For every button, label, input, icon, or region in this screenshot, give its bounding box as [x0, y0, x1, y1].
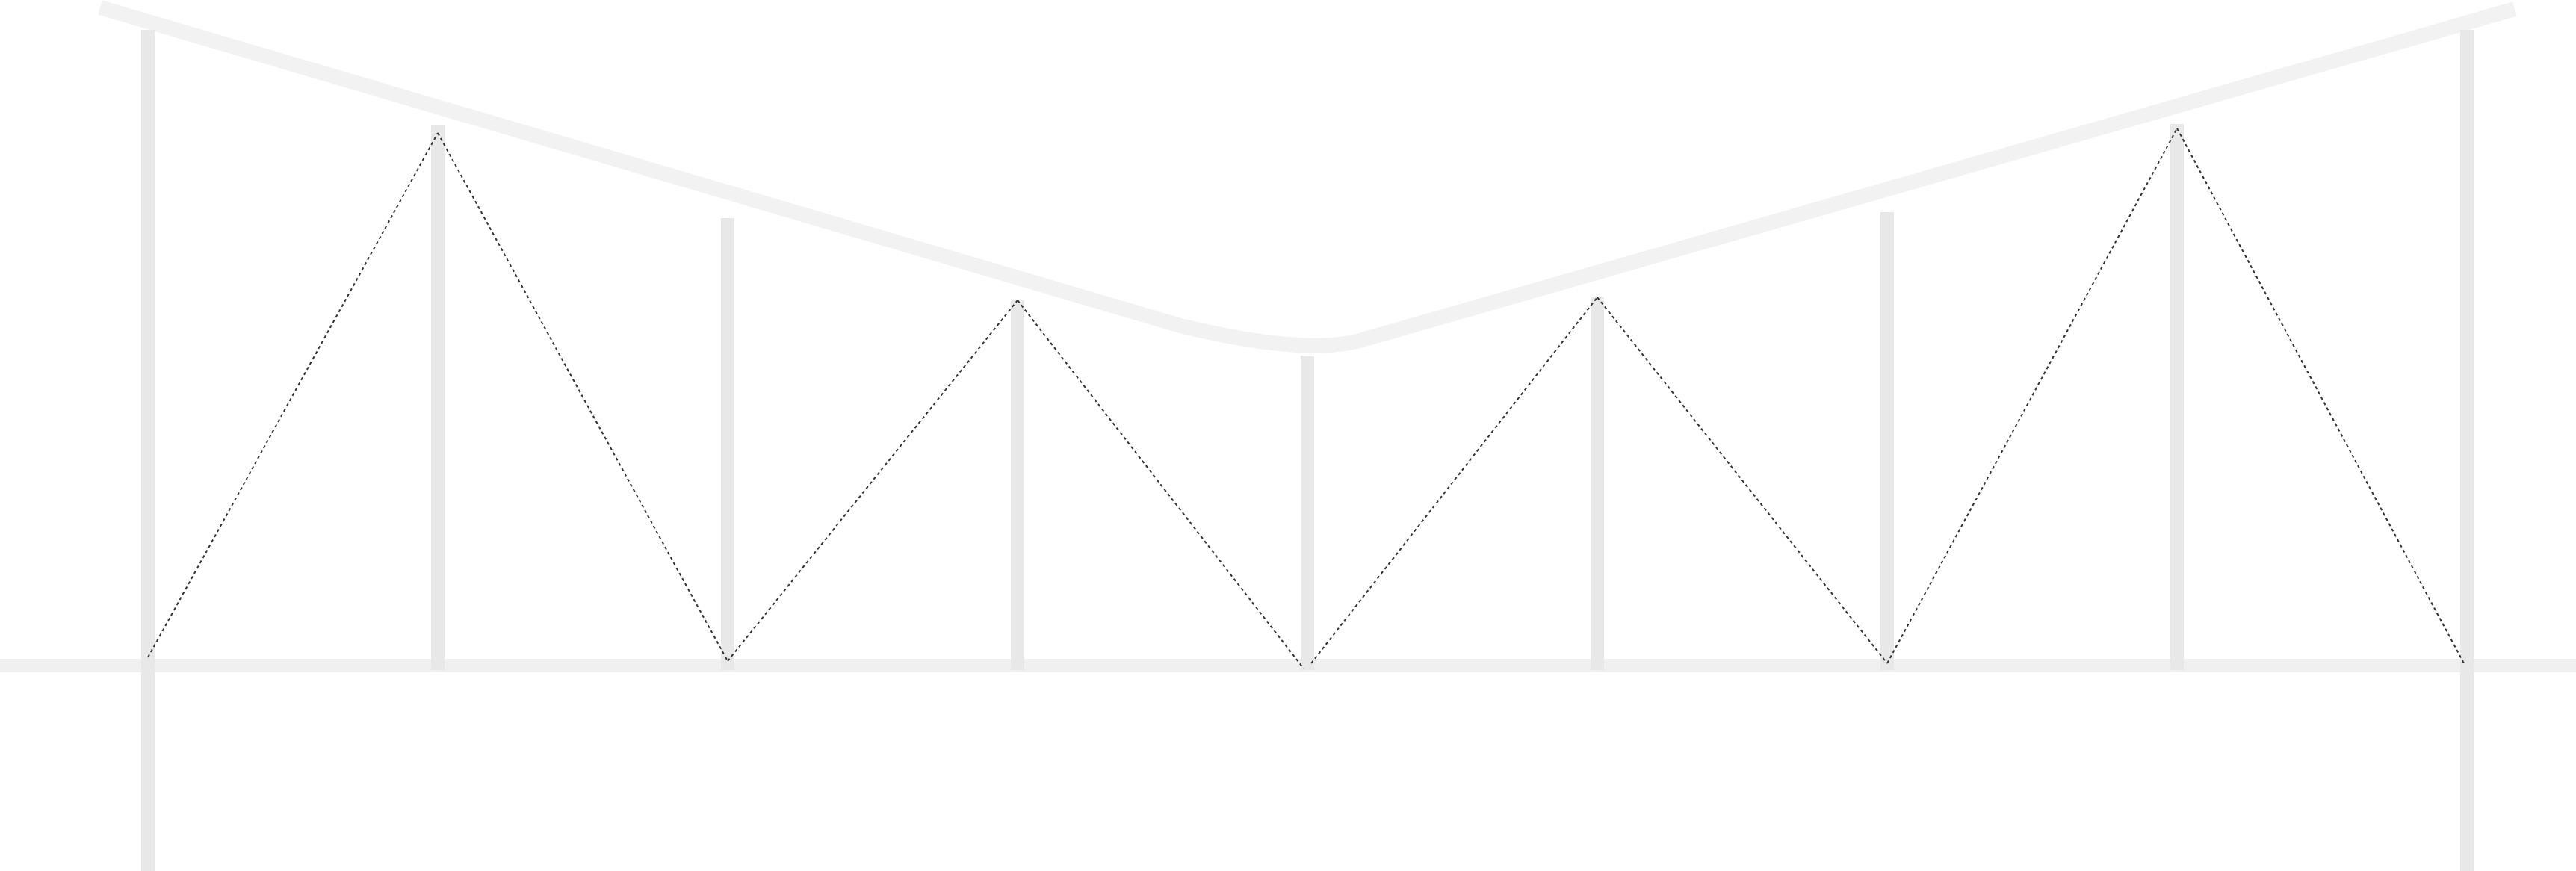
diagonal-bracing: [147, 128, 2465, 669]
brace-4: [1017, 300, 1304, 669]
brace-8: [2176, 128, 2465, 664]
vertical-posts: [141, 30, 2474, 871]
brace-6: [1597, 297, 1888, 664]
brace-1: [147, 132, 439, 658]
brace-3: [727, 300, 1018, 662]
top-chord-cable: [98, 0, 2517, 353]
brace-7: [1886, 128, 2178, 664]
brace-5: [1310, 297, 1598, 664]
brace-2: [437, 132, 728, 662]
